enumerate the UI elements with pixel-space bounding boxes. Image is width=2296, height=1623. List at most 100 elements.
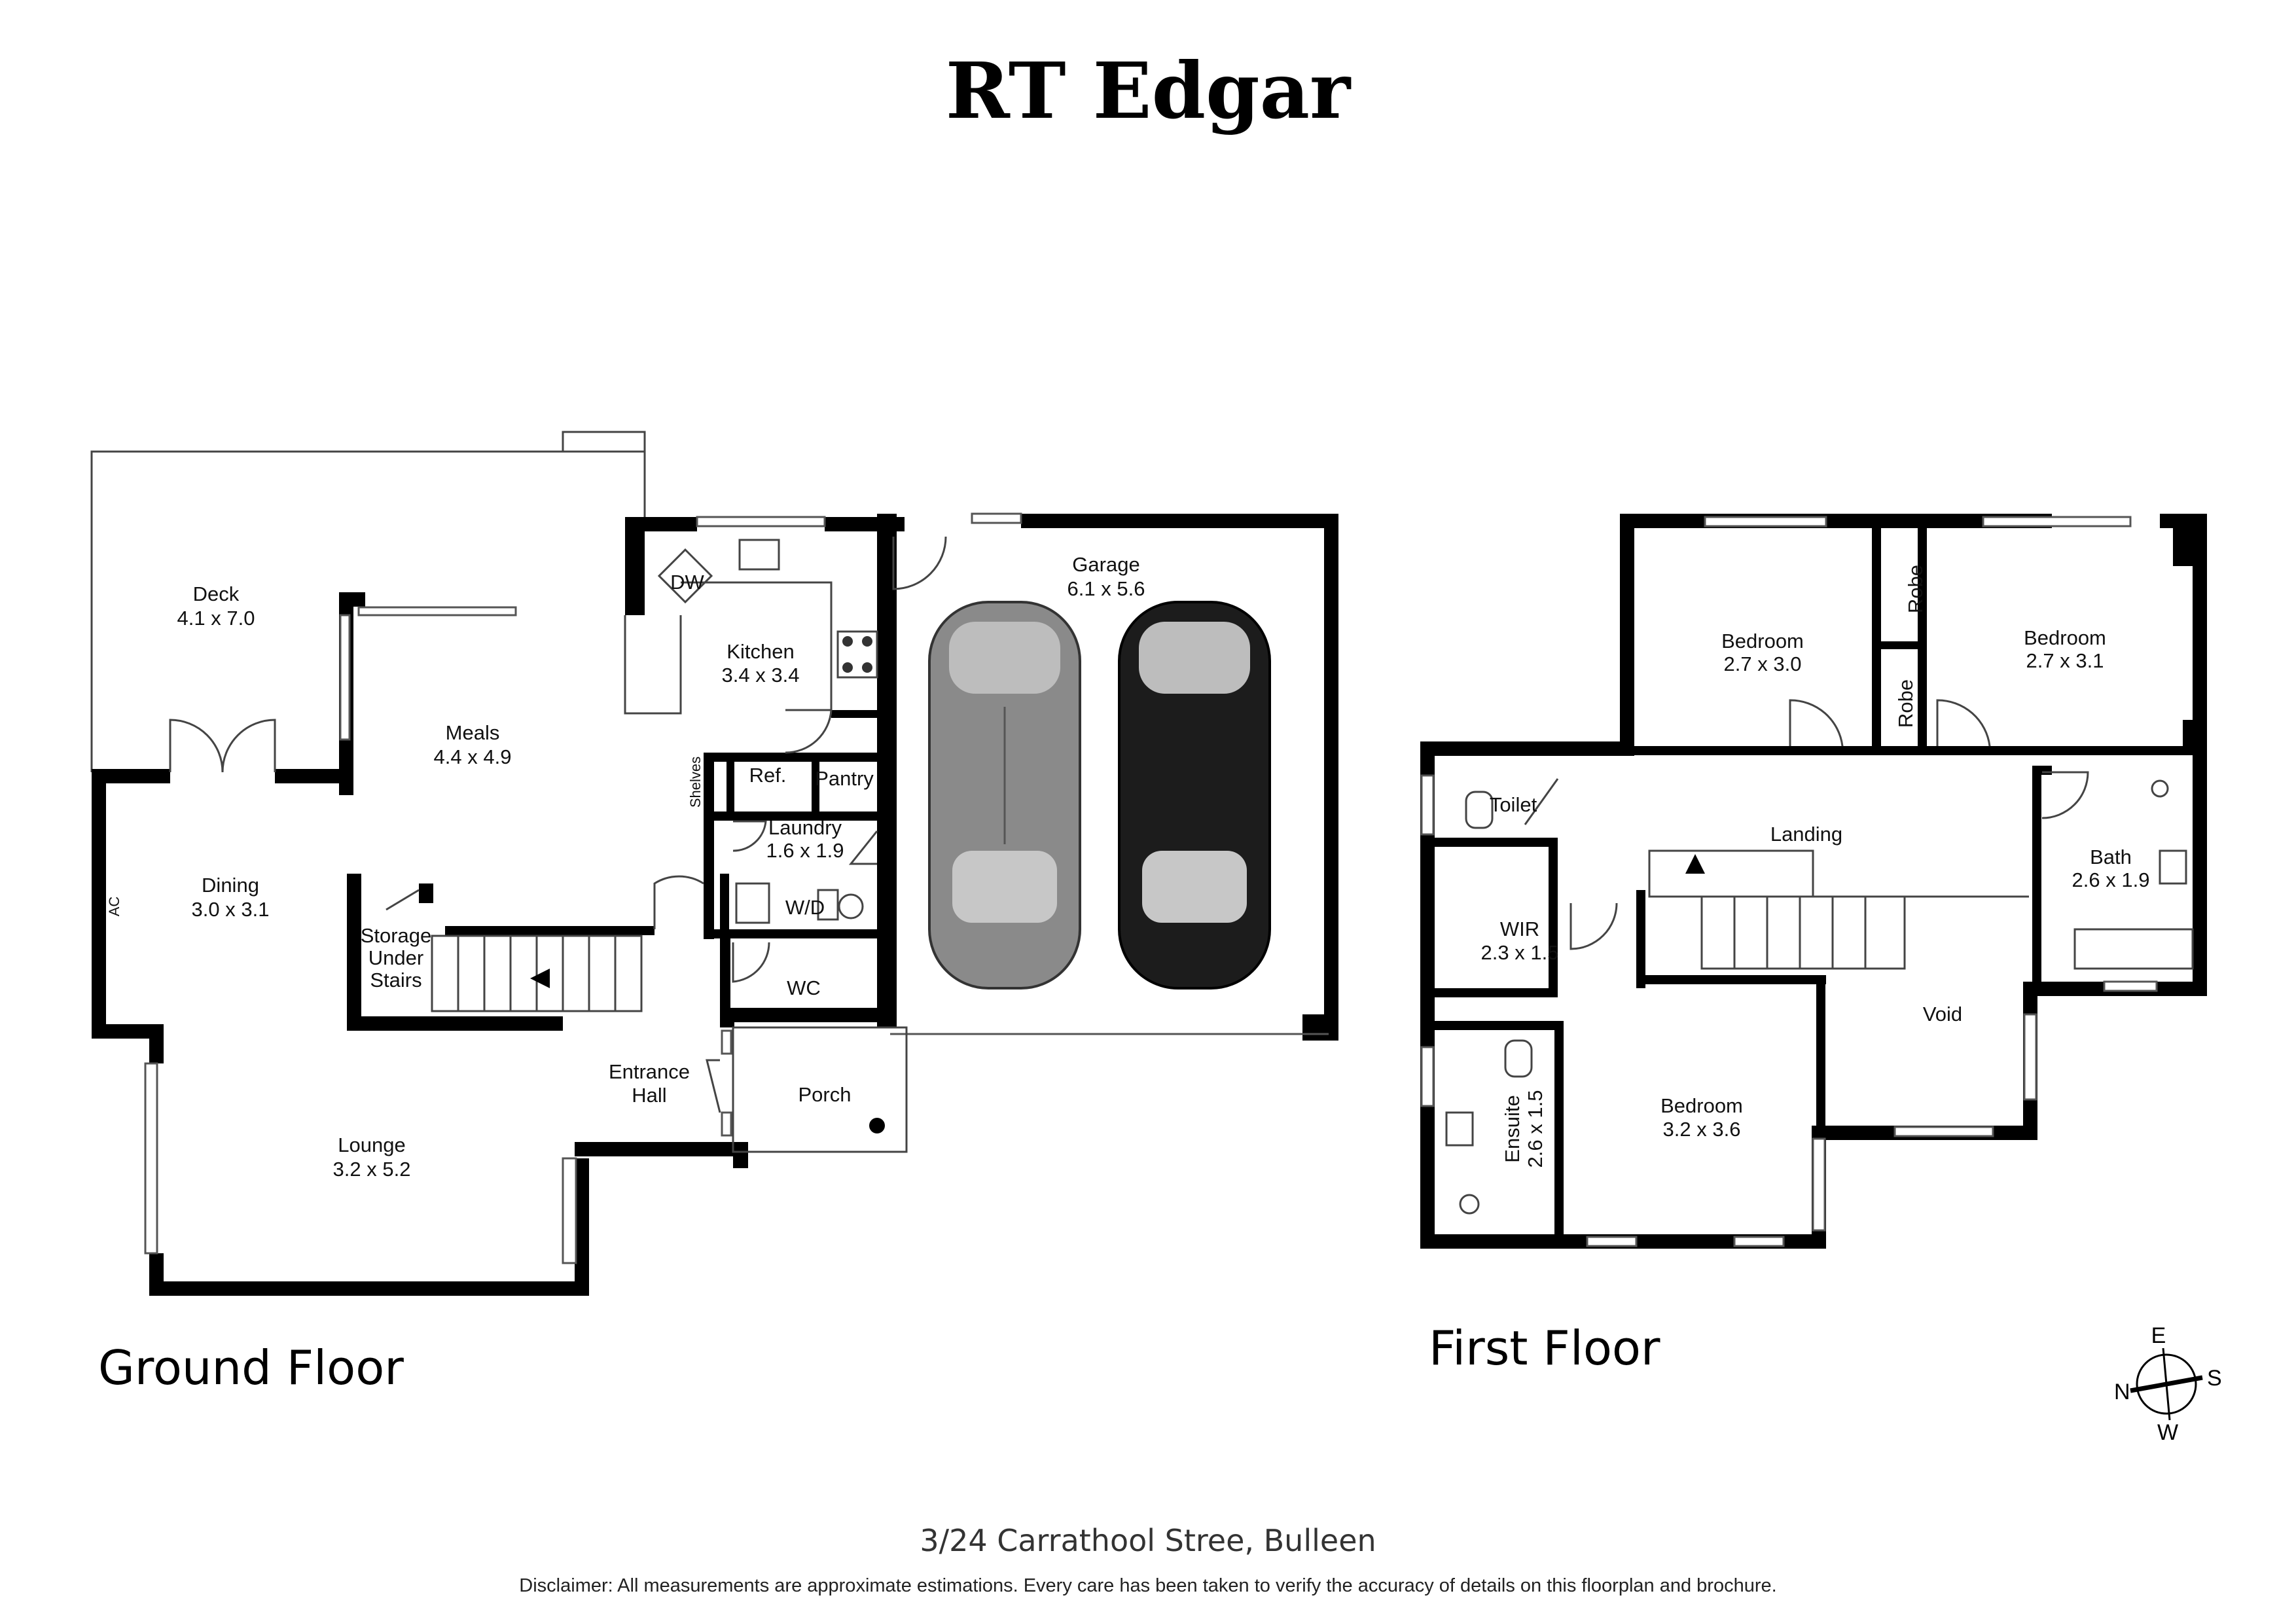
wall: [149, 1281, 589, 1296]
ensuite-shower: [1459, 1194, 1480, 1215]
wall: [704, 753, 714, 939]
window: [721, 1111, 732, 1137]
car-black-icon: [1118, 601, 1271, 990]
wall: [275, 769, 353, 783]
property-address: 3/24 Carrathool Stree, Bulleen: [920, 1523, 1376, 1558]
kitchen-sink: [738, 539, 780, 571]
room-label-robe-2: Robe: [1894, 679, 1917, 728]
wall: [1816, 975, 1825, 1135]
wall: [2173, 514, 2207, 566]
garage-entry-door: [892, 536, 947, 590]
window: [1420, 1046, 1435, 1107]
room-label-ensuite: Ensuite: [1501, 1095, 1524, 1162]
room-label-bedroom-2: Bedroom: [2024, 626, 2106, 649]
label-ac: AC: [106, 897, 122, 917]
compass-icon: E S N W: [2114, 1323, 2222, 1445]
storage-door: [386, 889, 420, 911]
cooktop: [836, 630, 878, 679]
wall: [1324, 514, 1338, 1041]
wall: [347, 874, 361, 1031]
label-shelves: Shelves: [687, 757, 704, 808]
deck-door: [169, 719, 224, 773]
room-size-bedroom-2: 2.7 x 3.1: [2026, 649, 2104, 672]
hall-door: [653, 875, 704, 929]
wall: [1620, 514, 1634, 756]
room-label-porch: Porch: [798, 1083, 852, 1106]
room-label-kitchen: Kitchen: [726, 640, 794, 663]
brand-logo: RT Edgar: [946, 45, 1352, 136]
wall: [726, 753, 734, 815]
wc-toilet: [817, 889, 839, 921]
wall: [720, 1008, 890, 1022]
wall: [92, 769, 170, 783]
room-size-lounge: 3.2 x 5.2: [333, 1158, 411, 1181]
room-label-deck: Deck: [193, 582, 240, 605]
wall: [877, 514, 897, 1024]
room-label-wc: WC: [787, 976, 821, 999]
wall: [625, 517, 645, 615]
wall: [704, 929, 880, 938]
wall: [445, 926, 655, 935]
kitchen-island: [624, 615, 682, 715]
room-label-garage: Garage: [1072, 553, 1139, 576]
compass-w: W: [2157, 1420, 2178, 1445]
room-label-laundry: Laundry: [768, 816, 842, 839]
room-label-void: Void: [1923, 1003, 1962, 1026]
room-label-storage-2: Under: [368, 946, 423, 969]
room-size-kitchen: 3.4 x 3.4: [722, 664, 800, 687]
wall: [1549, 838, 1558, 995]
room-label-storage-3: Stairs: [370, 969, 422, 991]
room-size-laundry: 1.6 x 1.9: [766, 839, 844, 862]
wall: [2183, 720, 2202, 753]
wall: [1554, 1021, 1564, 1237]
compass-e: E: [2151, 1323, 2166, 1348]
label-dw: DW: [670, 571, 704, 594]
wall: [720, 929, 730, 1008]
room-size-bath: 2.6 x 1.9: [2072, 868, 2150, 891]
deck-door: [221, 719, 276, 773]
wall: [575, 1142, 748, 1156]
room-label-entrance-1: Entrance: [609, 1060, 690, 1083]
room-label-landing: Landing: [1770, 823, 1842, 846]
ensuite-toilet: [1504, 1039, 1533, 1078]
laundry-garage-door: [848, 830, 878, 865]
window: [721, 1029, 732, 1055]
ground-stairs: [431, 935, 643, 1012]
wall: [2032, 766, 2052, 775]
kitchen-bench: [681, 581, 833, 710]
compass-s: S: [2207, 1366, 2222, 1391]
wall: [720, 1008, 734, 1027]
ensuite-basin: [1445, 1111, 1474, 1147]
wall: [419, 883, 433, 903]
window: [1704, 516, 1827, 527]
window: [1982, 516, 2132, 527]
room-size-deck: 4.1 x 7.0: [177, 607, 255, 630]
bathtub: [2073, 928, 2194, 970]
wall: [1630, 746, 2193, 755]
first-stairs: [1648, 849, 2029, 970]
bath-shower: [2151, 779, 2169, 798]
deck-outline: [90, 450, 646, 772]
wall: [1872, 524, 1881, 746]
room-label-dining: Dining: [202, 874, 259, 897]
disclaimer: Disclaimer: All measurements are approxi…: [519, 1575, 1776, 1596]
wall: [149, 1024, 164, 1063]
wc-basin: [735, 882, 770, 924]
wall: [1420, 741, 1634, 756]
room-label-robe-1: Robe: [1904, 565, 1927, 613]
deck-step: [562, 431, 646, 453]
bedroom-door: [1789, 699, 1844, 747]
label-ref: Ref.: [749, 764, 787, 787]
bedroom-door: [1936, 699, 1991, 747]
window: [1586, 1236, 1638, 1247]
toilet-fixture: [1465, 791, 1494, 829]
window: [562, 1157, 577, 1264]
first-floor-title: First Floor: [1429, 1321, 1660, 1376]
window: [2103, 980, 2158, 992]
wall: [825, 517, 890, 531]
wall: [1636, 975, 1826, 984]
compass-n: N: [2114, 1380, 2130, 1404]
wall: [733, 1142, 748, 1168]
room-label-entrance-2: Hall: [632, 1084, 666, 1107]
